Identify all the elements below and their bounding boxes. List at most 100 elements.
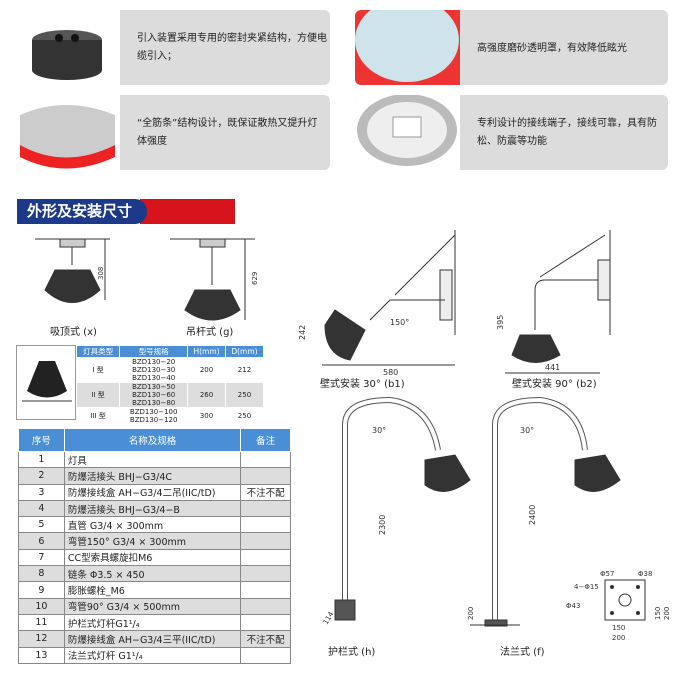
text-label: 护栏式 (h) xyxy=(328,645,375,658)
text-label: 型号规格 xyxy=(119,345,189,358)
frosted-cover-image xyxy=(355,10,460,85)
text-label: 2300 xyxy=(378,515,387,535)
flange-pole-diagram: 2400 30° 200 xyxy=(467,396,621,627)
text-label: 150 xyxy=(612,624,625,632)
table-cell: 防爆接线盒 AH−G3/4二吊(IIC/tD) xyxy=(63,483,242,501)
text-label: D(mm) xyxy=(224,345,265,358)
cable-gland-image xyxy=(15,10,120,85)
table-cell xyxy=(240,516,291,534)
text-label: 灯具类型 xyxy=(75,345,121,358)
table-cell: 护栏式灯杆G1¹/₄ xyxy=(63,613,242,632)
text-label: 395 xyxy=(496,315,505,330)
text-label: BZD130−120 xyxy=(129,416,178,424)
table-cell: 12 xyxy=(18,630,65,648)
text-label: Φ38 xyxy=(638,570,652,578)
text-label: BZD130−40 xyxy=(132,374,176,382)
text-label: 242 xyxy=(298,325,307,340)
table-cell: 13 xyxy=(18,646,65,664)
table-cell xyxy=(240,646,291,664)
section-title: 外形及安装尺寸 xyxy=(17,199,147,224)
table-cell: 11 xyxy=(18,613,65,632)
dim-629: 629 xyxy=(251,272,259,285)
table-cell: 3 xyxy=(18,483,65,501)
text-label: 250 xyxy=(224,407,265,425)
section-header-bar xyxy=(140,199,235,224)
text-label: 序号 xyxy=(18,428,65,452)
feature-text: 专利设计的接线端子，接线可靠，具有防松、防震等功能 xyxy=(477,118,657,147)
table-cell xyxy=(240,532,291,550)
text-label: 名称及规格 xyxy=(63,428,242,452)
table-cell: 2 xyxy=(18,467,65,485)
table-cell: CC型索具螺旋扣M6 xyxy=(63,548,242,567)
text-label: BZD130−20 xyxy=(132,358,176,366)
text-label: Φ57 xyxy=(600,570,614,578)
text-label: 250 xyxy=(224,382,265,408)
guardrail-diagram: 2300 30° 114 xyxy=(322,396,471,626)
text-label: BZD130−30 xyxy=(132,366,176,374)
text-label: 法兰式 (f) xyxy=(500,645,545,658)
table-cell: 防爆活接头 BHJ−G3/4−B xyxy=(63,499,242,518)
text-label: 壁式安装 30° (b1) xyxy=(320,377,405,390)
table-cell: 7 xyxy=(18,548,65,567)
text-label: 200 xyxy=(612,634,625,642)
table-cell: 1 xyxy=(18,450,65,469)
text-label: BZD130−50 xyxy=(132,383,176,391)
text-label: II 型 xyxy=(75,382,121,408)
text-label: 2400 xyxy=(528,505,537,525)
feature-text: “全筋条”结构设计，既保证散热又提升灯体强度 xyxy=(137,118,318,147)
text-label: H(mm) xyxy=(187,345,226,358)
text-label: I 型 xyxy=(75,357,121,383)
pendant-mount-diagram: 629 xyxy=(170,238,259,321)
installation-diagrams: 308 吸顶式 (x) 629 吊杆式 (g) 242 580 150° 壁式安… xyxy=(35,230,671,658)
table-cell: 不注不配 xyxy=(240,630,291,648)
text-label: BZD130−80 xyxy=(132,399,176,407)
text-label: 4−Φ15 xyxy=(574,583,599,591)
table-cell: 9 xyxy=(18,581,65,599)
table-cell: 8 xyxy=(18,565,65,583)
table-cell: 10 xyxy=(18,597,65,615)
text-label: Φ43 xyxy=(566,602,580,610)
text-label: 212 xyxy=(224,357,265,383)
table-cell xyxy=(240,548,291,567)
table-cell: 5 xyxy=(18,516,65,534)
table-cell xyxy=(240,499,291,518)
table-cell xyxy=(240,565,291,583)
feature-text: 高强度磨砂透明罩，有效降低眩光 xyxy=(477,43,627,54)
table-cell: 灯具 xyxy=(63,450,242,469)
text-label: III 型 xyxy=(75,407,121,425)
feature-card-cover: 高强度磨砂透明罩，有效降低眩光 xyxy=(355,10,668,85)
text-label: 200 xyxy=(467,607,475,620)
feature-text: 引入装置采用专用的密封夹紧结构，方便电缆引入； xyxy=(137,33,327,62)
table-cell: 防爆活接头 BHJ−G3/4C xyxy=(63,467,242,485)
text-label: 30° xyxy=(372,426,386,435)
text-label: 580 xyxy=(383,368,398,377)
table-cell xyxy=(240,597,291,615)
text-label: 150 xyxy=(654,607,662,620)
table-cell: 弯管90° G3/4 × 500mm xyxy=(63,597,242,615)
text-label: 壁式安装 90° (b2) xyxy=(512,377,597,390)
text-label: BZD130−100 xyxy=(129,408,178,416)
text-label: 200 xyxy=(663,607,671,620)
table-cell xyxy=(240,467,291,485)
table-cell: 6 xyxy=(18,532,65,550)
ceiling-mount-diagram: 308 xyxy=(35,238,110,303)
feature-card-ribs: “全筋条”结构设计，既保证散热又提升灯体强度 xyxy=(15,95,330,170)
flange-plate-diagram: Φ57 Φ38 4−Φ15 Φ43 150 200 150 200 xyxy=(566,570,671,642)
text-label: 150° xyxy=(390,318,409,327)
text-label: 114 xyxy=(322,610,336,626)
table-cell xyxy=(240,450,291,469)
